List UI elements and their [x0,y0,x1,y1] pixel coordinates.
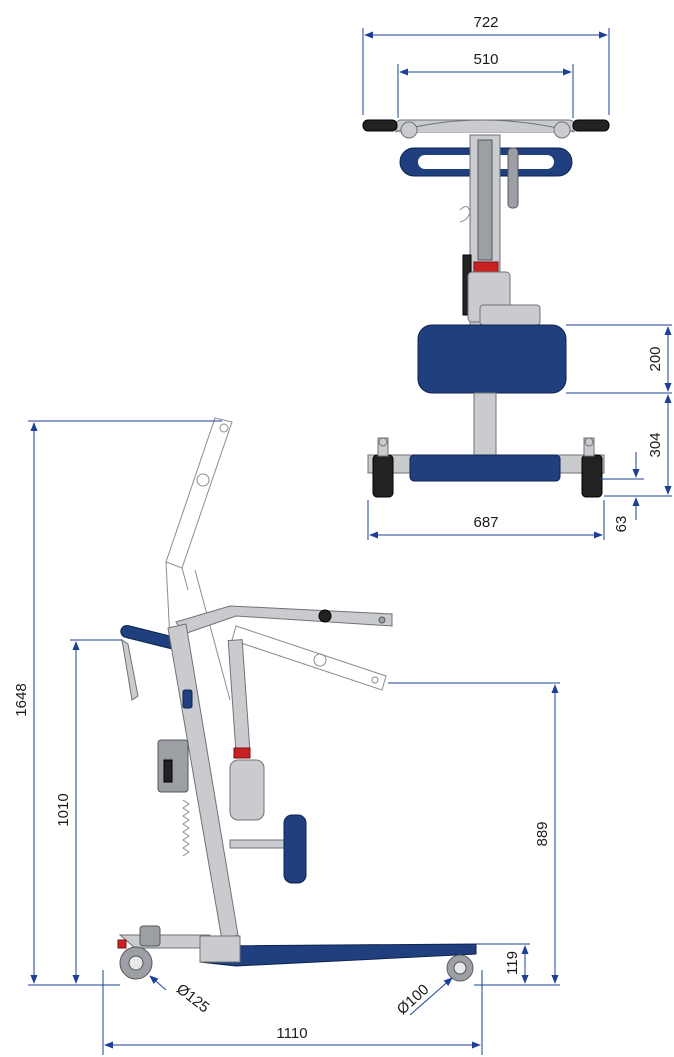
dim-1110: 1110 [276,1025,307,1042]
dim-63: 63 [613,516,630,533]
side-base-leg [199,943,477,967]
dim-119: 119 [504,951,521,975]
dim-304: 304 [647,432,664,457]
dim-1648: 1648 [13,683,30,716]
hand-control [507,147,519,209]
side-view [117,417,477,982]
ghost-raised-boom [165,417,233,569]
side-handle [121,638,139,701]
dim-200: 200 [647,346,664,371]
dim-510: 510 [473,51,498,68]
front-knee-pad [417,324,567,394]
dim-1010: 1010 [55,793,72,826]
front-actuator-red [473,261,499,273]
ghost-lowered-boom [231,625,387,691]
actuator-red-band [233,747,251,759]
dimension-lines [28,28,672,1055]
front-view [362,119,610,498]
dim-889: 889 [534,821,551,846]
left-grip [362,119,398,132]
front-footplate [409,454,561,482]
actuator-motor [229,759,265,821]
battery-box [157,739,189,793]
side-actuator [227,639,251,751]
right-grip [572,119,610,132]
dim-722: 722 [473,14,498,31]
side-knee-pad [283,814,307,884]
dim-rear-wheel: Ø125 [173,980,212,1016]
dim-687: 687 [473,514,498,531]
side-boom [175,605,393,635]
spring [182,799,190,857]
